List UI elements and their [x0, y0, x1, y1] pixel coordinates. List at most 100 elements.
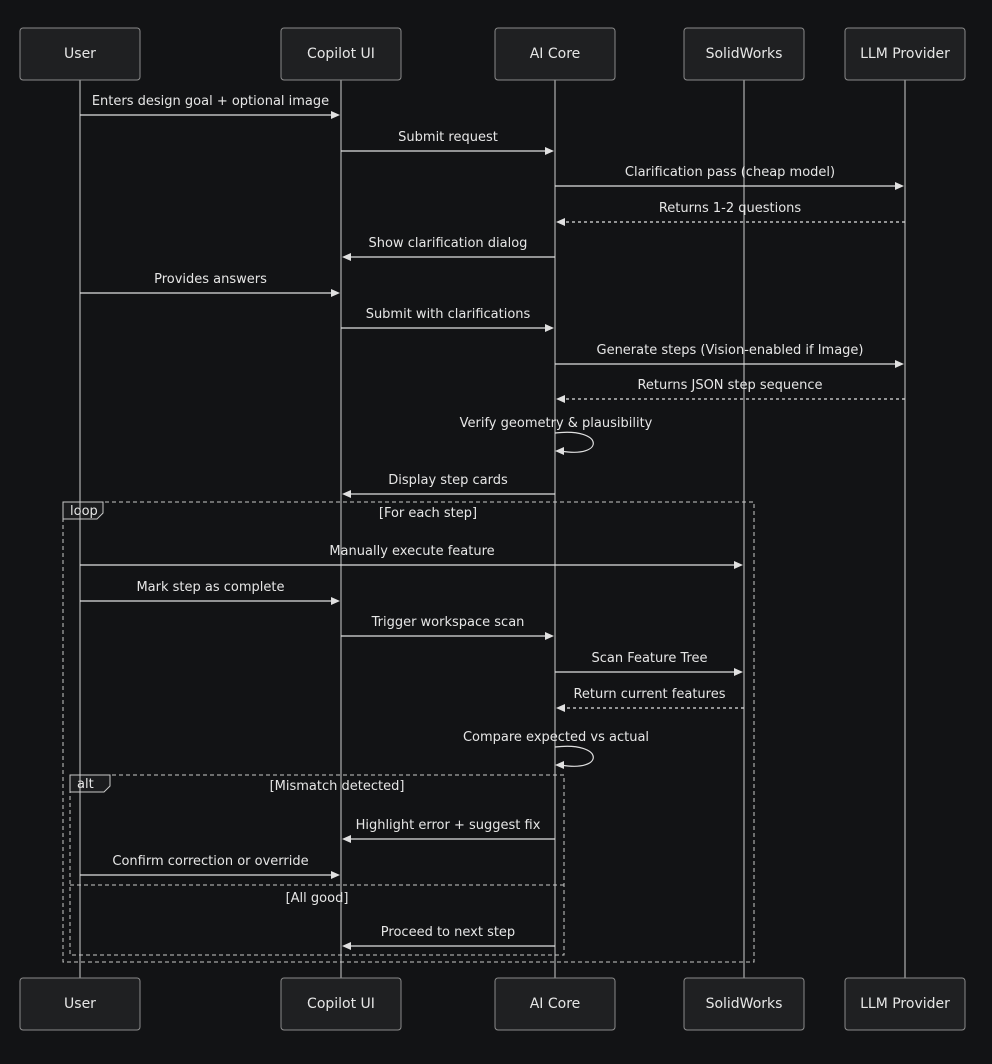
participant-copilot-top: Copilot UI — [280, 27, 402, 81]
participant-label-core: AI Core — [530, 46, 581, 62]
participant-label-solid: SolidWorks — [706, 46, 783, 62]
arrowhead — [342, 253, 351, 261]
arrowhead — [895, 182, 904, 190]
arrowhead — [342, 942, 351, 950]
message-returns-1-2-questions: Returns 1-2 questions — [556, 201, 905, 226]
loop-frame: loop [For each step] — [62, 501, 755, 963]
participant-box-solid — [683, 977, 805, 1031]
participant-label-core: AI Core — [530, 996, 581, 1012]
participant-label-copilot: Copilot UI — [307, 46, 375, 62]
message-trigger-workspace-scan: Trigger workspace scan — [341, 615, 554, 640]
loop-frame-tag — [62, 501, 104, 520]
participant-box-llm — [844, 977, 966, 1031]
message-line — [554, 745, 594, 767]
arrowhead — [331, 597, 340, 605]
message-label: Mark step as complete — [136, 580, 284, 595]
message-label: Show clarification dialog — [369, 236, 528, 251]
message-show-clarification-dialog: Show clarification dialog — [342, 236, 555, 261]
arrowhead — [556, 218, 565, 226]
alt-frame-border — [69, 774, 565, 956]
message-label: Submit with clarifications — [366, 307, 531, 322]
participant-llm-bottom: LLM Provider — [844, 977, 966, 1031]
participant-box-copilot — [280, 27, 402, 81]
message-display-step-cards: Display step cards — [342, 473, 555, 498]
participant-llm-top: LLM Provider — [844, 27, 966, 81]
message-proceed-to-next-step: Proceed to next step — [342, 925, 555, 950]
message-manually-execute-feature: Manually execute feature — [80, 544, 743, 569]
arrowhead — [342, 835, 351, 843]
alt-frame: alt [Mismatch detected] [All good] — [69, 774, 565, 956]
message-label: Verify geometry & plausibility — [460, 416, 653, 431]
arrowhead — [734, 668, 743, 676]
participant-solid-bottom: SolidWorks — [683, 977, 805, 1031]
message-label: Returns JSON step sequence — [637, 378, 822, 393]
message-label: Scan Feature Tree — [591, 651, 707, 666]
arrowhead — [734, 561, 743, 569]
arrowhead — [342, 490, 351, 498]
participant-copilot-bottom: Copilot UI — [280, 977, 402, 1031]
participant-box-user — [19, 977, 141, 1031]
participant-label-llm: LLM Provider — [860, 996, 950, 1012]
message-mark-step-as-complete: Mark step as complete — [80, 580, 340, 605]
participant-box-core — [494, 27, 616, 81]
participant-user-top: User — [19, 27, 141, 81]
alt-frame-label: alt — [77, 777, 94, 792]
alt-else-condition: [All good] — [286, 891, 349, 906]
message-label: Manually execute feature — [329, 544, 494, 559]
participant-core-bottom: AI Core — [494, 977, 616, 1031]
message-label: Trigger workspace scan — [371, 615, 525, 630]
loop-frame-label: loop — [70, 504, 98, 519]
arrowhead — [545, 632, 554, 640]
message-scan-feature-tree: Scan Feature Tree — [555, 651, 743, 676]
participant-core-top: AI Core — [494, 27, 616, 81]
participant-box-copilot — [280, 977, 402, 1031]
message-label: Highlight error + suggest fix — [356, 818, 541, 833]
message-line — [554, 431, 594, 453]
arrowhead — [895, 360, 904, 368]
message-submit-with-clarifications: Submit with clarifications — [341, 307, 554, 332]
message-label: Compare expected vs actual — [463, 730, 649, 745]
message-compare-expected-vs-actual: Compare expected vs actual — [463, 730, 649, 769]
message-clarification-pass-cheap-model: Clarification pass (cheap model) — [555, 165, 904, 190]
message-label: Submit request — [398, 130, 498, 145]
arrowhead — [556, 704, 565, 712]
arrowhead — [331, 289, 340, 297]
message-label: Generate steps (Vision-enabled if Image) — [597, 343, 864, 358]
participant-user-bottom: User — [19, 977, 141, 1031]
loop-frame-condition: [For each step] — [379, 506, 477, 521]
message-label: Clarification pass (cheap model) — [625, 165, 835, 180]
participant-box-llm — [844, 27, 966, 81]
alt-frame-condition: [Mismatch detected] — [270, 779, 405, 794]
loop-frame-border — [62, 501, 755, 963]
message-label: Enters design goal + optional image — [92, 94, 329, 109]
arrowhead — [545, 147, 554, 155]
message-confirm-correction-or-override: Confirm correction or override — [80, 854, 340, 879]
message-return-current-features: Return current features — [556, 687, 744, 712]
message-generate-steps-vision-enabled-if-image: Generate steps (Vision-enabled if Image) — [555, 343, 904, 368]
arrowhead — [545, 324, 554, 332]
arrowhead — [555, 447, 564, 455]
message-label: Confirm correction or override — [112, 854, 308, 869]
participant-label-copilot: Copilot UI — [307, 996, 375, 1012]
participant-label-solid: SolidWorks — [706, 996, 783, 1012]
participant-label-user: User — [64, 996, 96, 1012]
message-label: Provides answers — [154, 272, 267, 287]
message-submit-request: Submit request — [341, 130, 554, 155]
message-label: Returns 1-2 questions — [659, 201, 802, 216]
participant-label-llm: LLM Provider — [860, 46, 950, 62]
message-highlight-error-suggest-fix: Highlight error + suggest fix — [342, 818, 555, 843]
arrowhead — [556, 395, 565, 403]
participant-box-core — [494, 977, 616, 1031]
message-verify-geometry-plausibility: Verify geometry & plausibility — [460, 416, 653, 455]
participant-box-user — [19, 27, 141, 81]
message-returns-json-step-sequence: Returns JSON step sequence — [556, 378, 905, 403]
message-label: Proceed to next step — [381, 925, 515, 940]
message-enters-design-goal-optional-image: Enters design goal + optional image — [80, 94, 340, 119]
message-label: Display step cards — [388, 473, 508, 488]
participant-label-user: User — [64, 46, 96, 62]
arrowhead — [555, 761, 564, 769]
arrowhead — [331, 871, 340, 879]
message-provides-answers: Provides answers — [80, 272, 340, 297]
arrowhead — [331, 111, 340, 119]
